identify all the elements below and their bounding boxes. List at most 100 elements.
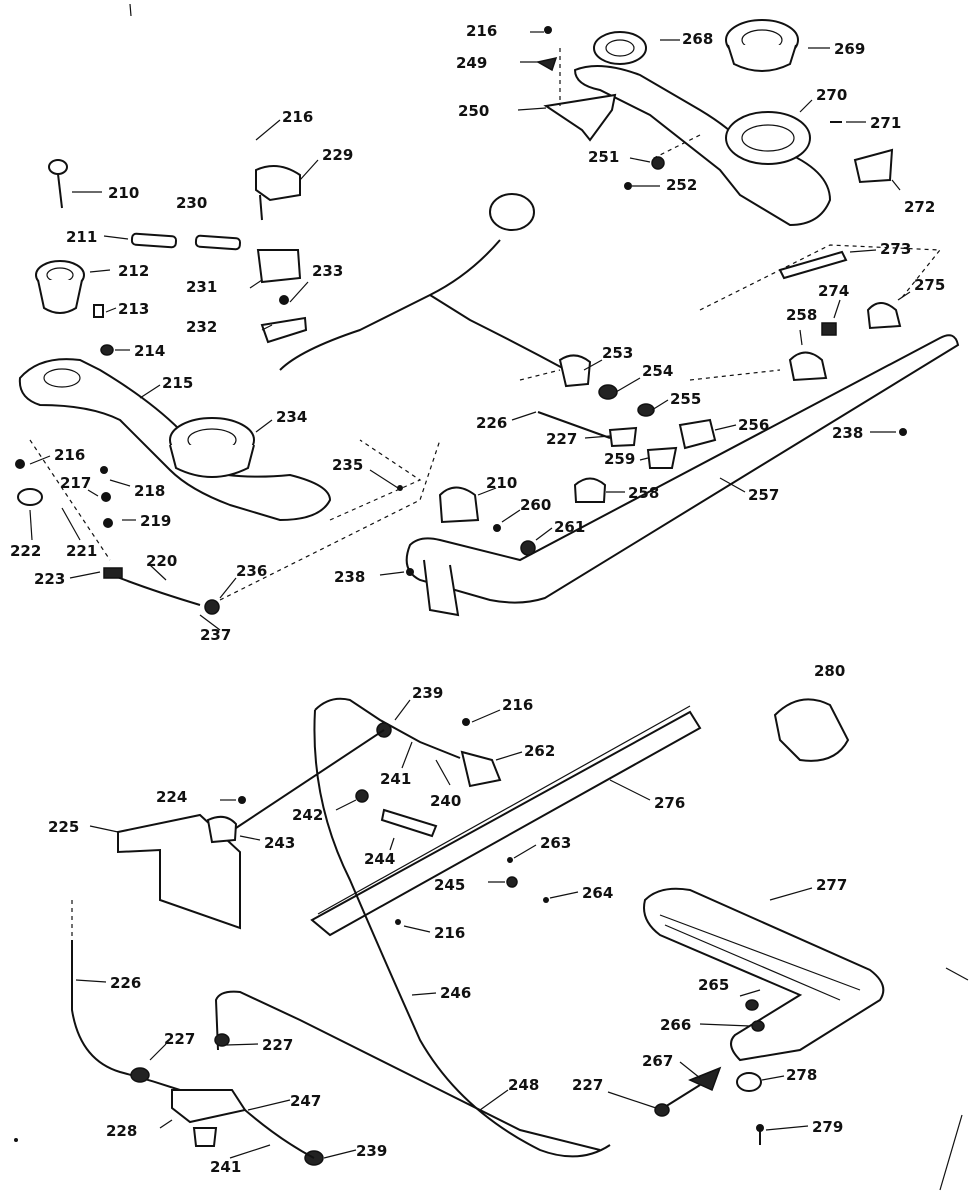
- screw-224: [238, 796, 246, 804]
- label-248: 248: [508, 1076, 539, 1094]
- label-245: 245: [434, 876, 465, 894]
- scan-dot: [14, 1138, 18, 1142]
- valve-228: [171, 1089, 247, 1124]
- spring-251: [651, 156, 665, 170]
- label-269: 269: [834, 40, 865, 58]
- label-216-top: 216: [466, 22, 497, 40]
- label-216-left: 216: [54, 446, 85, 464]
- label-260: 260: [520, 496, 551, 514]
- label-268: 268: [682, 30, 713, 48]
- label-210: 210: [108, 184, 139, 202]
- label-241-top: 241: [380, 770, 411, 788]
- screw-264: [543, 897, 549, 903]
- label-227-mid: 227: [262, 1036, 293, 1054]
- label-227-left: 227: [164, 1030, 195, 1048]
- label-228: 228: [106, 1122, 137, 1140]
- label-218: 218: [134, 482, 165, 500]
- tube-230: [194, 234, 242, 251]
- label-241-bottom: 241: [210, 1158, 241, 1176]
- spring-261: [520, 540, 536, 556]
- label-239-bottom: 239: [356, 1142, 387, 1160]
- label-265: 265: [698, 976, 729, 994]
- label-255: 255: [670, 390, 701, 408]
- label-273: 273: [880, 240, 911, 258]
- label-240: 240: [430, 792, 461, 810]
- nut-219: [103, 518, 113, 528]
- valve-231: [256, 249, 302, 284]
- clip-274: [821, 322, 837, 336]
- label-226-bottom: 226: [110, 974, 141, 992]
- manifold-pipe-257: [405, 334, 960, 604]
- valve-280: [773, 698, 850, 762]
- label-257: 257: [748, 486, 779, 504]
- left-burner-assembly: [15, 159, 571, 615]
- grommet-236: [204, 599, 220, 615]
- label-230: 230: [176, 194, 207, 212]
- orifice-256: [678, 418, 717, 450]
- label-278: 278: [786, 1066, 817, 1084]
- label-238-left: 238: [334, 568, 365, 586]
- label-233: 233: [312, 262, 343, 280]
- label-212: 212: [118, 262, 149, 280]
- label-216-top-left: 216: [282, 108, 313, 126]
- bracket-229: [255, 165, 301, 202]
- callout-leaders: [29, 31, 911, 1159]
- label-216-oven: 216: [502, 696, 533, 714]
- nut-255: [637, 403, 655, 417]
- part-labels: 210 211 212 213 214 215 216 229 230 231 …: [10, 22, 945, 1176]
- screw-216: [15, 459, 25, 469]
- label-224: 224: [156, 788, 187, 806]
- screw-263: [507, 857, 513, 863]
- label-280: 280: [814, 662, 845, 680]
- label-249: 249: [456, 54, 487, 72]
- valve-258-right: [788, 351, 828, 382]
- label-214: 214: [134, 342, 165, 360]
- label-222: 222: [10, 542, 41, 560]
- label-234: 234: [276, 408, 307, 426]
- spreader-273: [778, 250, 848, 280]
- screw-252: [624, 182, 632, 190]
- label-261: 261: [554, 518, 585, 536]
- label-267: 267: [642, 1052, 673, 1070]
- burner-body-270: [573, 65, 832, 227]
- label-239-top: 239: [412, 684, 443, 702]
- valve-258: [573, 477, 607, 503]
- label-246: 246: [440, 984, 471, 1002]
- fitting-253: [558, 354, 592, 388]
- label-231: 231: [186, 278, 217, 296]
- tube-239: [314, 697, 461, 759]
- terminal-223: [103, 567, 123, 579]
- label-223: 223: [34, 570, 65, 588]
- label-244: 244: [364, 850, 395, 868]
- nut-227b: [214, 1033, 230, 1047]
- nut-242: [355, 789, 369, 803]
- label-229: 229: [322, 146, 353, 164]
- label-221: 221: [66, 542, 97, 560]
- wire-237: [111, 574, 201, 606]
- label-227-right: 227: [572, 1076, 603, 1094]
- label-270: 270: [816, 86, 847, 104]
- label-213: 213: [118, 300, 149, 318]
- right-burner-assembly: [535, 19, 942, 382]
- label-235: 235: [332, 456, 363, 474]
- label-266: 266: [660, 1016, 691, 1034]
- label-276: 276: [654, 794, 685, 812]
- gas-tube: [279, 239, 501, 371]
- burner-head-268: [593, 31, 647, 65]
- nut-245: [506, 876, 518, 888]
- label-210-valve: 210: [486, 474, 517, 492]
- clip-222: [17, 488, 43, 506]
- screw-216-top: [544, 26, 552, 34]
- nut-265: [745, 999, 759, 1011]
- tube-211: [130, 232, 178, 249]
- scan-mark: [129, 3, 132, 17]
- bracket-232: [260, 316, 308, 344]
- clip-278: [736, 1072, 762, 1092]
- washer-217: [101, 492, 111, 502]
- label-237: 237: [200, 626, 231, 644]
- label-263: 263: [540, 834, 571, 852]
- label-275: 275: [914, 276, 945, 294]
- burner-support-276: [310, 710, 702, 937]
